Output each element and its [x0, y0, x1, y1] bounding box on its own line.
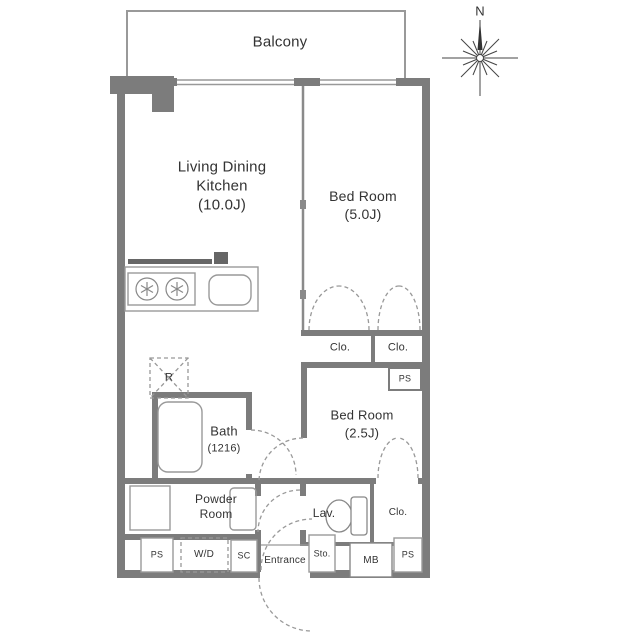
meter-box-label: MB	[363, 555, 379, 566]
cabinet-icon	[129, 485, 171, 531]
kitchen-counter-icon	[124, 252, 259, 312]
bedroom-main-label: Bed Room	[329, 188, 397, 204]
pipe-space-left-label: PS	[150, 549, 164, 560]
window-lines	[177, 79, 396, 86]
shoe-closet-label: SC	[237, 550, 251, 561]
compass-icon	[442, 20, 518, 96]
bedroom-small-size-label: (2.5J)	[344, 425, 380, 441]
washer-dryer-label: W/D	[193, 549, 215, 560]
bedroom-small-label: Bed Room	[330, 407, 394, 423]
closet-small-label: Clo.	[388, 507, 408, 518]
bath-size-label: (1216)	[207, 442, 241, 455]
closet-main-1-label: Clo.	[329, 341, 351, 354]
bedroom-main-size-label: (5.0J)	[344, 206, 382, 222]
sink-icon	[208, 274, 252, 306]
door-arcs	[250, 285, 421, 632]
fixture-boxes	[140, 367, 423, 578]
entrance-label: Entrance	[264, 555, 306, 566]
compass-north-label: N	[475, 3, 485, 19]
storage-label: Sto.	[313, 548, 331, 559]
powder-room-label-line2: Room	[199, 507, 233, 521]
pipe-space-right-label: PS	[401, 549, 415, 560]
closet-main-2-label: Clo.	[387, 341, 409, 354]
bath-label: Bath	[210, 423, 238, 439]
ldk-size-label: (10.0J)	[197, 196, 247, 214]
lavatory-label: Lav.	[312, 506, 336, 520]
balcony-label: Balcony	[252, 33, 308, 51]
sliding-partition	[300, 86, 306, 330]
balcony-outline	[126, 10, 406, 78]
toilet-icon	[325, 496, 368, 536]
stove-icon	[135, 277, 189, 301]
ldk-label-line1: Living Dining	[177, 158, 267, 176]
washbasin-icon	[229, 487, 257, 531]
bathtub-icon	[157, 401, 203, 473]
refrigerator-icon	[149, 357, 189, 399]
powder-room-label-line1: Powder	[195, 492, 237, 506]
ldk-label-line2: Kitchen	[196, 177, 248, 195]
refrigerator-label: R	[164, 371, 174, 384]
pipe-space-top-label: PS	[398, 373, 412, 384]
